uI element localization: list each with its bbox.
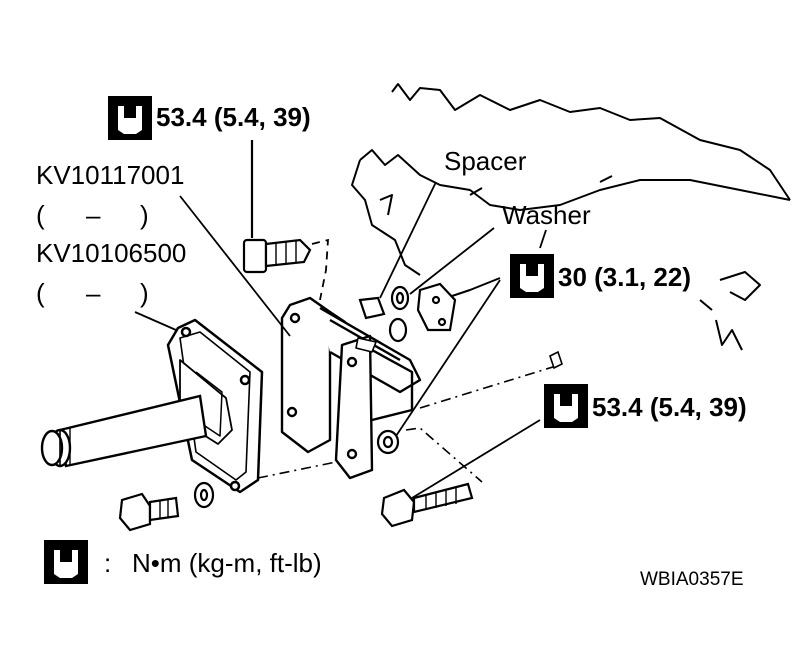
upper-mounting-bolt <box>242 140 312 274</box>
tool-2-paren-open: ( <box>36 278 45 308</box>
tool-bracket-plates <box>280 296 422 480</box>
leader-lines <box>134 181 547 499</box>
torque-spec-right-upper: 30 (3.1, 22) <box>558 262 691 292</box>
transmission-case-outline <box>351 83 791 351</box>
tool-1-paren-open: ( <box>36 200 45 230</box>
assembly-lines <box>257 365 557 483</box>
torque-wrench-icon <box>44 540 88 584</box>
torque-spec-right-lower: 53.4 (5.4, 39) <box>592 392 747 422</box>
figure-code: WBIA0357E <box>640 569 744 590</box>
tool-code-kv10106500: KV10106500 <box>36 238 187 268</box>
legend-colon: : <box>104 548 112 578</box>
spacer-and-washers <box>193 282 457 509</box>
lower-left-bolt <box>118 492 180 532</box>
tool-2-paren-close: ) <box>140 278 149 308</box>
tool-1-dash: – <box>86 200 101 230</box>
torque-wrench-icon <box>108 96 152 140</box>
lower-right-bolt <box>380 482 474 528</box>
small-washer-right <box>549 350 563 370</box>
spacer-label: Spacer <box>444 146 527 176</box>
torque-wrench-icon <box>510 254 554 298</box>
bolt-axis-dashline <box>311 238 329 301</box>
washer-label: Washer <box>502 200 591 230</box>
tool-code-kv10117001: KV10117001 <box>36 160 185 190</box>
tool-2-dash: – <box>86 278 101 308</box>
torque-wrench-icon <box>544 384 588 428</box>
torque-spec-top: 53.4 (5.4, 39) <box>156 102 311 132</box>
tool-shaft <box>40 394 208 468</box>
tool-1-paren-close: ) <box>140 200 149 230</box>
legend-units: N•m (kg-m, ft-lb) <box>132 548 322 578</box>
